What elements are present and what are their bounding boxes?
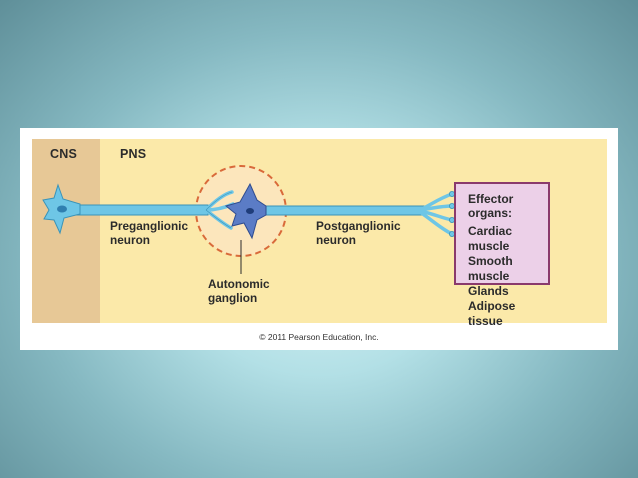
effector-organs-box: Effector organs: Cardiac muscle Smooth m… [454,182,550,328]
postganglionic-neuron-label: Postganglionic neuron [316,219,401,247]
postganglionic-axon [261,205,425,216]
autonomic-ganglion-label: Autonomic ganglion [208,277,270,305]
postganglionic-nucleus [246,208,254,214]
copyright-notice: © 2011 Pearson Education, Inc. [259,332,379,342]
preganglionic-nucleus [57,205,67,213]
pns-label: PNS [120,147,147,161]
effector-item-smooth-muscle: Smooth muscle [468,254,513,283]
postganglionic-terminals [418,192,454,236]
effector-item-adipose-tissue: Adipose tissue [468,299,516,328]
effector-organs-title: Effector organs: [468,192,514,220]
preganglionic-axon [71,204,209,216]
effector-item-glands: Glands [468,284,509,298]
preganglionic-terminal-outlines [205,191,233,229]
effector-item-cardiac-muscle: Cardiac muscle [468,224,513,253]
cns-band [32,139,100,323]
preganglionic-neuron-label: Preganglionic neuron [110,219,189,247]
cns-label: CNS [50,147,77,161]
